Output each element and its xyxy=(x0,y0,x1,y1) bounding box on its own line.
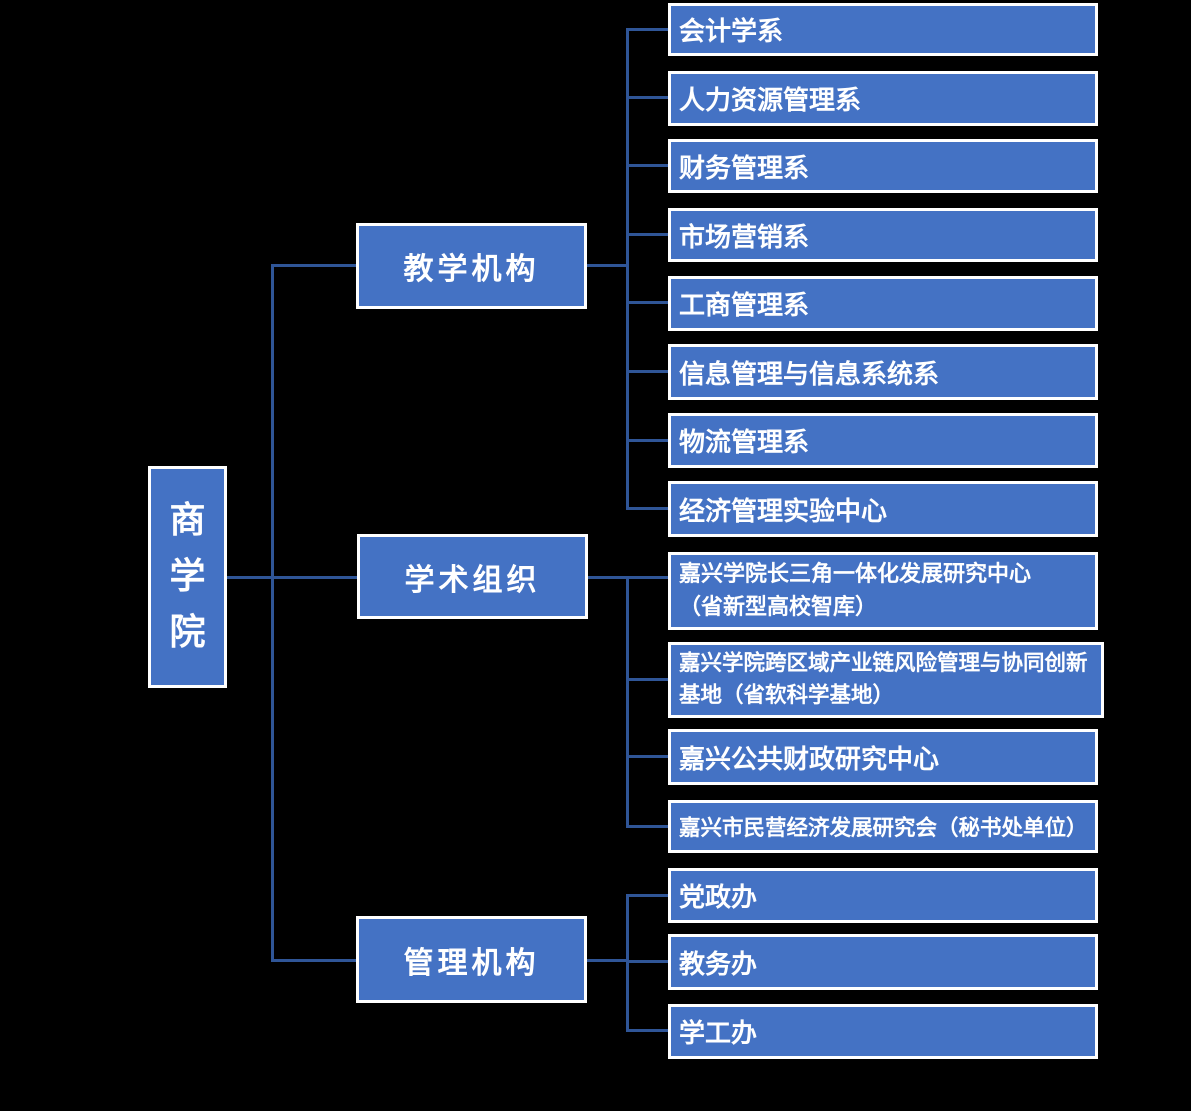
connector-stub xyxy=(627,301,668,304)
org-node-logistics: 物流管理系 xyxy=(668,413,1098,468)
connector-admin-trunk xyxy=(626,894,629,1032)
connector-stub xyxy=(627,164,668,167)
connector-to-admin-group xyxy=(272,959,356,962)
org-node-public-finance-center: 嘉兴公共财政研究中心 xyxy=(668,729,1098,785)
org-node-party-office: 党政办 xyxy=(668,868,1098,923)
connector-stub xyxy=(627,507,668,510)
org-node-info-systems: 信息管理与信息系统系 xyxy=(668,344,1098,400)
connector-to-teaching-group xyxy=(272,264,356,267)
connector-teaching-out xyxy=(587,264,628,267)
org-node-student-affairs-office: 学工办 xyxy=(668,1004,1098,1059)
org-node-business-admin: 工商管理系 xyxy=(668,276,1098,331)
root-node-business-school: 商学院 xyxy=(148,466,227,688)
org-node-academic-affairs-office: 教务办 xyxy=(668,934,1098,990)
connector-left-trunk xyxy=(271,264,274,962)
org-node-yangtze-center: 嘉兴学院长三角一体化发展研究中心（省新型高校智库） xyxy=(668,552,1098,630)
connector-stub xyxy=(627,755,668,758)
org-node-econ-lab: 经济管理实验中心 xyxy=(668,481,1098,537)
org-node-private-economy-society: 嘉兴市民营经济发展研究会（秘书处单位） xyxy=(668,800,1098,853)
connector-stub xyxy=(627,28,668,31)
connector-stub xyxy=(627,825,668,828)
org-node-accounting: 会计学系 xyxy=(668,3,1098,56)
connector-academic-trunk xyxy=(626,576,629,828)
connector-stub xyxy=(627,894,668,897)
org-node-marketing: 市场营销系 xyxy=(668,208,1098,262)
org-node-hr: 人力资源管理系 xyxy=(668,71,1098,126)
connector-admin-out xyxy=(587,959,628,962)
connector-teaching-trunk xyxy=(626,28,629,510)
connector-stub xyxy=(627,233,668,236)
connector-stub xyxy=(627,960,668,963)
connector-root-horizontal xyxy=(227,576,357,579)
connector-stub xyxy=(627,370,668,373)
org-node-risk-base: 嘉兴学院跨区域产业链风险管理与协同创新基地（省软科学基地） xyxy=(668,642,1104,718)
connector-stub xyxy=(627,439,668,442)
connector-stub xyxy=(627,1029,668,1032)
connector-stub xyxy=(627,96,668,99)
group-node-teaching: 教学机构 xyxy=(356,223,587,309)
connector-stub xyxy=(627,678,668,681)
group-node-academic: 学术组织 xyxy=(357,534,588,619)
org-node-finance: 财务管理系 xyxy=(668,139,1098,193)
group-node-admin: 管理机构 xyxy=(356,916,587,1003)
